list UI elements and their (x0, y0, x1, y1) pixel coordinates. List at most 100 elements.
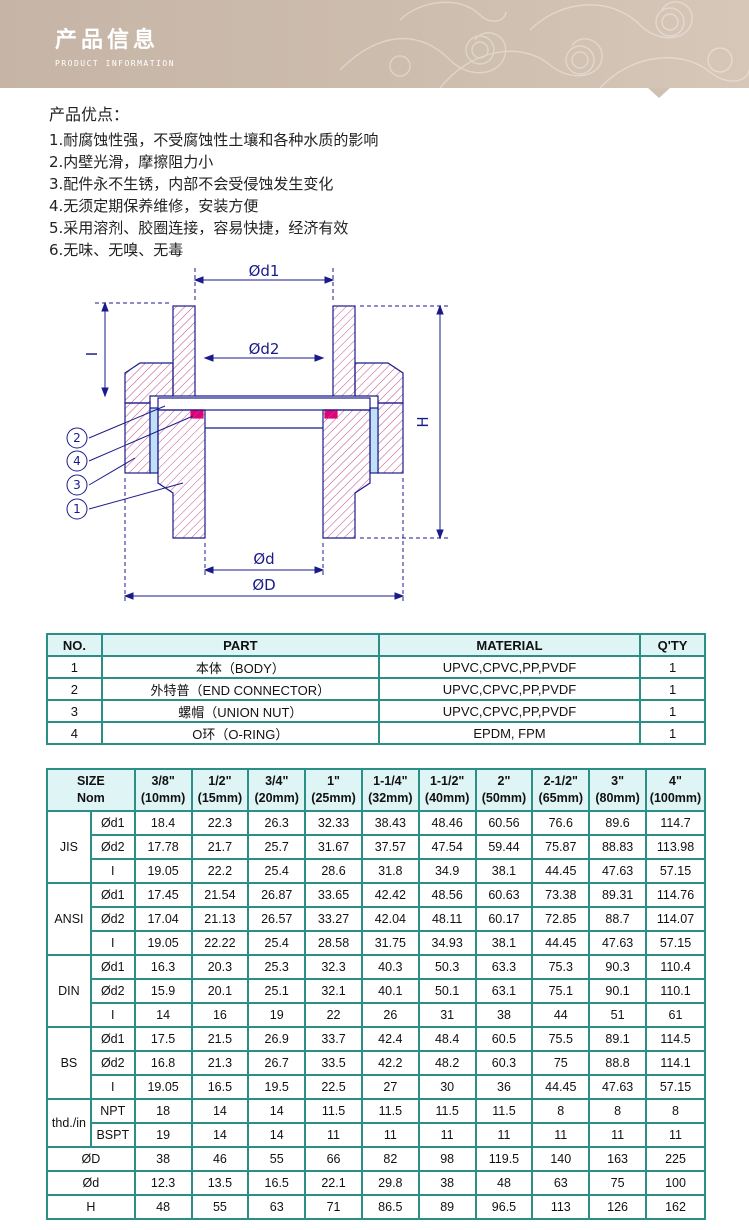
cell: 11 (304, 1122, 363, 1148)
cell: 63 (247, 1194, 307, 1220)
cell: 17.45 (133, 882, 193, 908)
cell: 38 (133, 1146, 193, 1172)
cell: 14 (133, 1002, 193, 1028)
dim-l-label: I (83, 352, 101, 356)
cell: 89.1 (588, 1026, 647, 1052)
cell: 40.1 (360, 978, 420, 1004)
cell: 16.5 (190, 1074, 250, 1100)
cell: 46 (190, 1146, 250, 1172)
cell: UPVC,CPVC,PP,PVDF (377, 677, 642, 701)
size-col-header: 4"(100mm) (645, 768, 706, 812)
cell: 31.67 (304, 834, 363, 860)
size-inch: 1" (327, 774, 340, 788)
cell: 48 (133, 1194, 193, 1220)
header-banner: 产品信息 PRODUCT INFORMATION (0, 0, 749, 88)
table-row: 1 本体（BODY） UPVC,CPVC,PP,PVDF 1 (46, 655, 706, 679)
cell: 14 (247, 1122, 307, 1148)
table-row: 3 螺帽（UNION NUT） UPVC,CPVC,PP,PVDF 1 (46, 699, 706, 723)
cell: 22.3 (190, 810, 250, 836)
size-mm: (80mm) (595, 791, 640, 805)
cell: 71 (304, 1194, 363, 1220)
dim-H-label: H (414, 416, 432, 427)
cell: 30 (417, 1074, 477, 1100)
cell: 60.63 (474, 882, 534, 908)
size-mm: (50mm) (481, 791, 527, 805)
cell: 18.4 (133, 810, 193, 836)
cell: 63 (531, 1170, 591, 1196)
advantage-item: 1.耐腐蚀性强，不受腐蚀性土壤和各种水质的影响 (49, 131, 379, 149)
cell: 126 (588, 1194, 647, 1220)
size-inch: 3/4" (265, 774, 289, 788)
size-table: SIZE Nom 3/8"(10mm)1/2"(15mm)3/4"(20mm)1… (46, 768, 706, 1220)
size-table-header: SIZE Nom 3/8"(10mm)1/2"(15mm)3/4"(20mm)1… (46, 768, 706, 812)
cell: 48.4 (417, 1026, 477, 1052)
cell: 22.22 (190, 930, 250, 956)
cell: 50.1 (417, 978, 477, 1004)
cell: 11 (645, 1122, 706, 1148)
table-row: 4 O环（O-RING） EPDM, FPM 1 (46, 721, 706, 745)
cell: 15.9 (133, 978, 193, 1004)
col-material: MATERIAL (377, 633, 642, 657)
cell: 25.4 (247, 858, 307, 884)
cell: 8 (588, 1098, 647, 1124)
size-col-header: 1"(25mm) (304, 768, 363, 812)
cell: 34.9 (417, 858, 477, 884)
parts-table: NO. PART MATERIAL Q'TY 1 本体（BODY） UPVC,C… (46, 633, 706, 745)
cell: 72.85 (531, 906, 591, 932)
page-title: 产品信息 (55, 28, 160, 53)
cell: 21.7 (190, 834, 250, 860)
row-label: Ød1 (89, 954, 136, 980)
cell: 110.1 (645, 978, 706, 1004)
cell: 2 (46, 677, 103, 701)
cell: 40.3 (360, 954, 420, 980)
cell: 19 (133, 1122, 193, 1148)
size-mm: (65mm) (538, 791, 584, 805)
size-col-header: 3"(80mm) (588, 768, 647, 812)
cell: 19.05 (133, 930, 193, 956)
cell: 119.5 (474, 1146, 534, 1172)
cell: 38 (417, 1170, 477, 1196)
row-label: Ød1 (89, 882, 136, 908)
cell: 55 (190, 1194, 250, 1220)
cell: 57.15 (645, 1074, 706, 1100)
cell: 14 (190, 1122, 250, 1148)
cell: 33.7 (304, 1026, 363, 1052)
cell: 33.27 (304, 906, 363, 932)
page-subtitle: PRODUCT INFORMATION (55, 59, 176, 68)
cell: 26.57 (247, 906, 307, 932)
callout-2: 2 (73, 431, 81, 445)
cell: 48 (474, 1170, 534, 1196)
cell: 22.5 (304, 1074, 363, 1100)
row-label: Ød1 (89, 1026, 136, 1052)
cell: 11 (588, 1122, 647, 1148)
size-corner-bottom: Nom (76, 791, 105, 805)
cell: 1 (639, 699, 706, 723)
cell: 16.5 (247, 1170, 307, 1196)
cell: 37.57 (360, 834, 420, 860)
cell: 90.3 (588, 954, 647, 980)
cell: 89.31 (588, 882, 647, 908)
cell: 48.46 (417, 810, 477, 836)
cell: 162 (645, 1194, 706, 1220)
size-inch: 1-1/4" (373, 774, 408, 788)
cell: 114.7 (645, 810, 706, 836)
cell: 31.8 (360, 858, 420, 884)
cell: 26.7 (247, 1050, 307, 1076)
cell: 3 (46, 699, 103, 723)
cell: 12.3 (133, 1170, 193, 1196)
cell: 33.65 (304, 882, 363, 908)
advantage-item: 3.配件永不生锈，内部不会受侵蚀发生变化 (49, 175, 334, 193)
cell: 14 (247, 1098, 307, 1124)
cell: 86.5 (360, 1194, 420, 1220)
cell: 16.8 (133, 1050, 193, 1076)
cell: 42.2 (360, 1050, 420, 1076)
size-corner-top: SIZE (76, 774, 105, 788)
dim-d2-label: Ød2 (249, 340, 280, 358)
row-label: I (89, 930, 136, 956)
size-mm: (10mm) (140, 791, 186, 805)
